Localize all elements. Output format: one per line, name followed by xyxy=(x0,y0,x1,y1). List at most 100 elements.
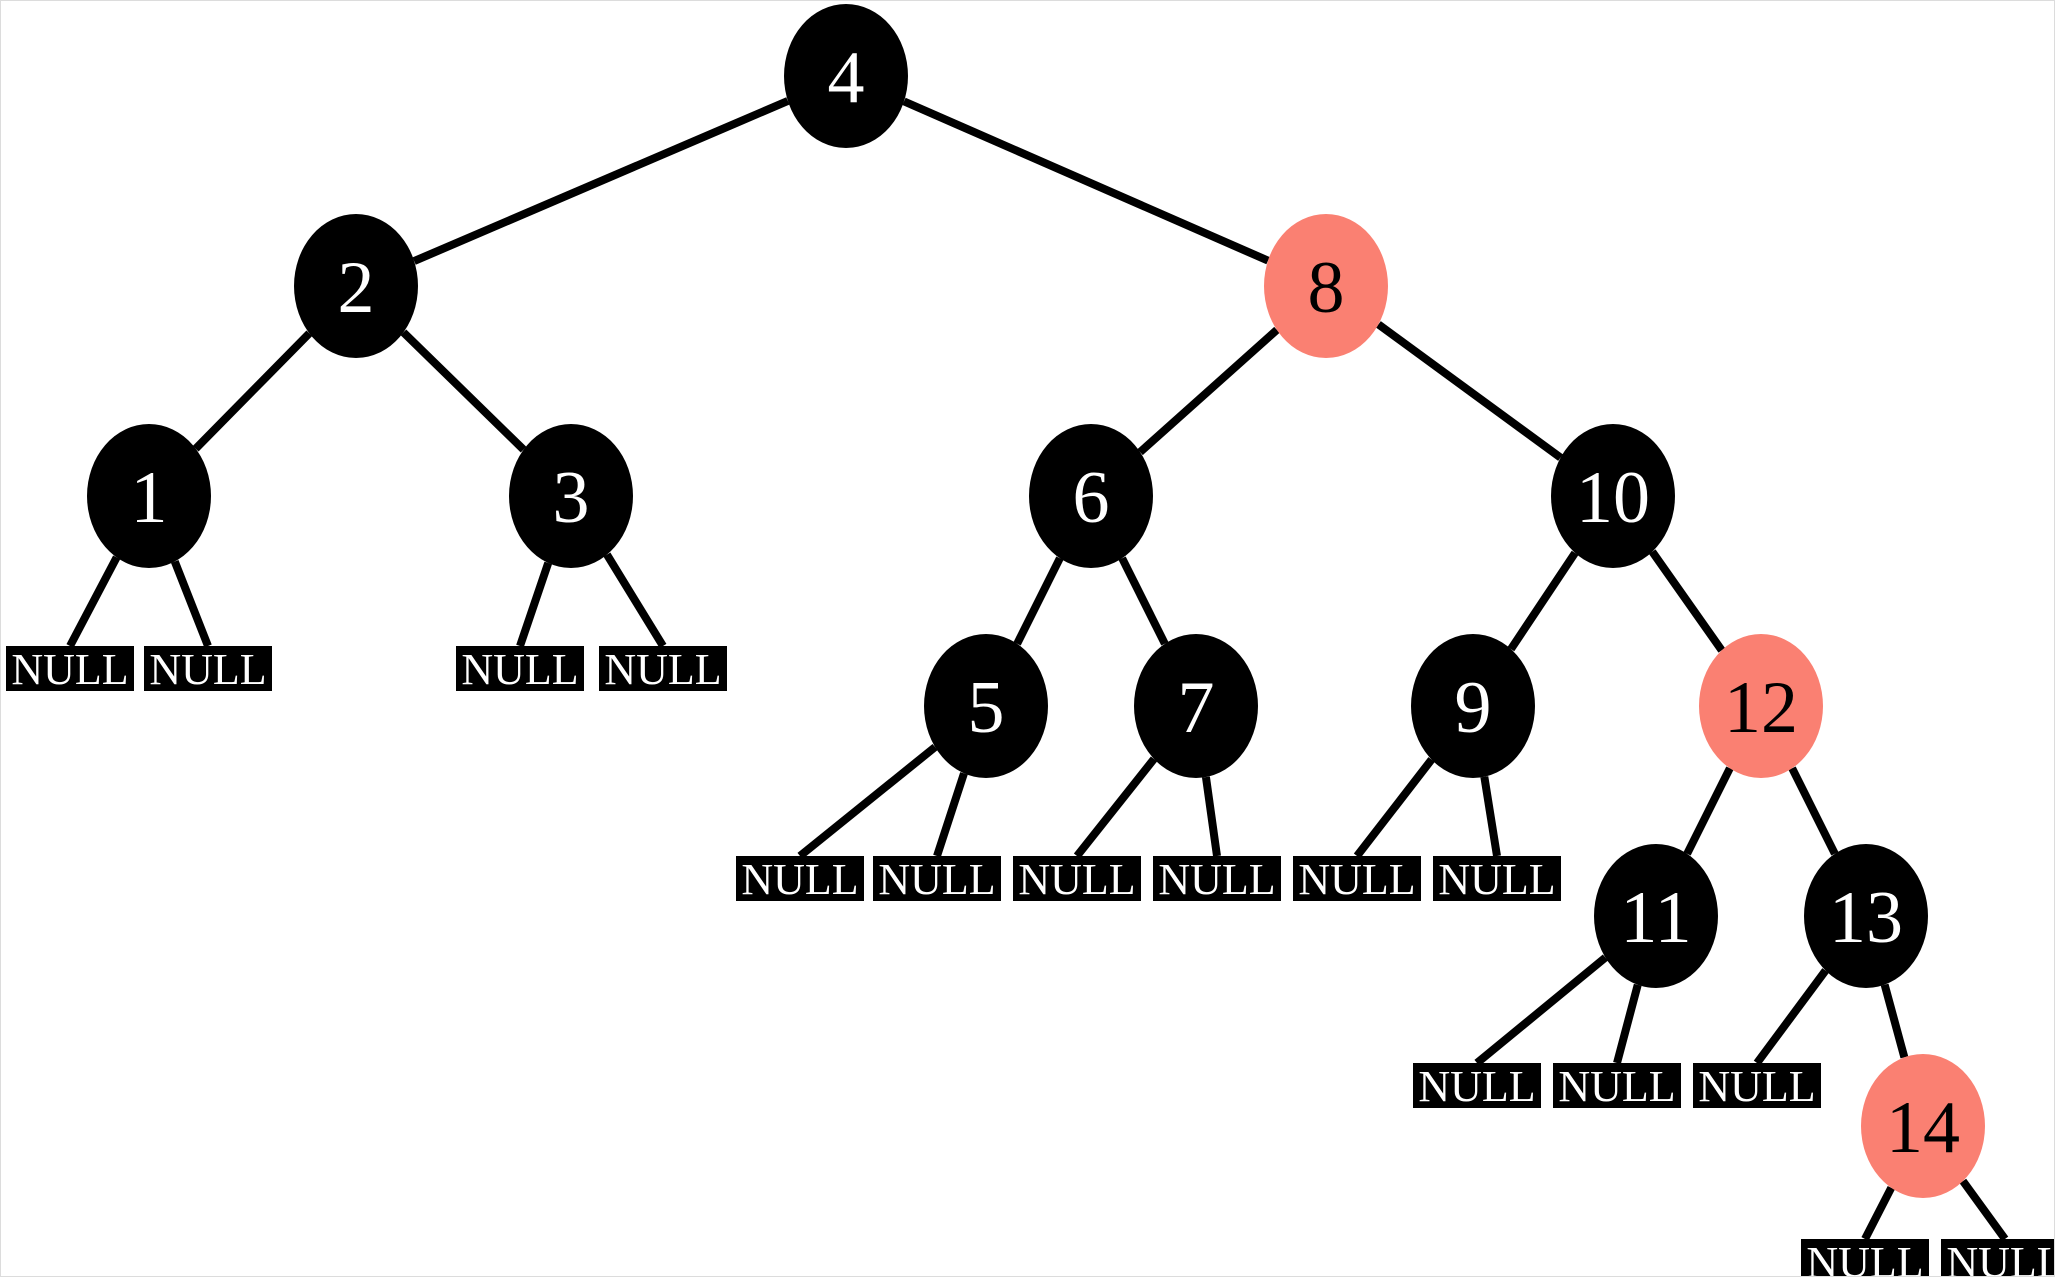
null-leaf-box xyxy=(736,856,864,901)
null-leaf-label: NULL xyxy=(1698,1062,1815,1111)
tree-edge-null xyxy=(1073,756,1158,859)
node-circle-black xyxy=(87,424,211,568)
node-label: 3 xyxy=(553,457,590,539)
null-leaf-label: NULL xyxy=(1298,855,1415,904)
tree-edge-null xyxy=(933,772,968,858)
tree-edge-null xyxy=(797,743,938,860)
tree-node-5[interactable]: 5 xyxy=(924,634,1048,778)
node-label: 12 xyxy=(1724,667,1798,749)
null-leaf[interactable]: NULL xyxy=(1293,855,1421,904)
tree-edge-null xyxy=(1613,983,1642,1065)
tree-edge xyxy=(412,97,790,265)
null-leaf[interactable]: NULL xyxy=(1801,1238,1929,1277)
null-leaf[interactable]: NULL xyxy=(1553,1062,1681,1111)
node-label: 10 xyxy=(1576,457,1650,539)
node-circle-black xyxy=(1551,424,1675,568)
null-leaf-box xyxy=(456,646,584,691)
null-leaf[interactable]: NULL xyxy=(736,855,864,904)
null-leaf-label: NULL xyxy=(1418,1062,1535,1111)
null-leaf-label: NULL xyxy=(1158,855,1275,904)
null-leaf[interactable]: NULL xyxy=(1153,855,1281,904)
tree-edge xyxy=(192,330,313,452)
null-leaf-label: NULL xyxy=(604,645,721,694)
node-circle-red xyxy=(1861,1054,1985,1198)
tree-edge xyxy=(1880,983,1909,1059)
tree-node-12[interactable]: 12 xyxy=(1699,634,1823,778)
node-circle-black xyxy=(784,4,908,148)
null-leaf-box xyxy=(1013,856,1141,901)
tree-node-4[interactable]: 4 xyxy=(784,4,908,148)
tree-edge-null xyxy=(603,552,667,649)
tree-node-11[interactable]: 11 xyxy=(1594,844,1718,988)
node-circle-red xyxy=(1699,634,1823,778)
tree-node-10[interactable]: 10 xyxy=(1551,424,1675,568)
node-label: 6 xyxy=(1073,457,1110,539)
tree-edge xyxy=(1013,556,1064,646)
null-leaf[interactable]: NULL xyxy=(1413,1062,1541,1111)
null-leaf-label: NULL xyxy=(1018,855,1135,904)
node-circle-black xyxy=(1029,424,1153,568)
null-leaf[interactable]: NULL xyxy=(1941,1238,2055,1277)
tree-node-2[interactable]: 2 xyxy=(294,214,418,358)
edges-layer xyxy=(66,97,2009,1242)
null-leaf-label: NULL xyxy=(741,855,858,904)
tree-edge xyxy=(1648,549,1726,653)
tree-node-7[interactable]: 7 xyxy=(1134,634,1258,778)
node-circle-black xyxy=(1594,844,1718,988)
node-label: 9 xyxy=(1455,667,1492,749)
tree-edge-null xyxy=(1753,968,1829,1066)
null-leaf-box xyxy=(1553,1063,1681,1108)
null-leaf[interactable]: NULL xyxy=(1433,855,1561,904)
null-leaf[interactable]: NULL xyxy=(873,855,1001,904)
tree-edge xyxy=(1376,321,1563,461)
null-leaf-label: NULL xyxy=(461,645,578,694)
null-leaf-box xyxy=(873,856,1001,901)
null-leaf[interactable]: NULL xyxy=(144,645,272,694)
tree-edge xyxy=(902,97,1270,265)
null-leaf[interactable]: NULL xyxy=(1693,1062,1821,1111)
tree-node-9[interactable]: 9 xyxy=(1411,634,1535,778)
tree-edge xyxy=(400,329,527,453)
tree-edge-null xyxy=(1201,776,1221,857)
tree-node-13[interactable]: 13 xyxy=(1804,844,1928,988)
null-leaf-label: NULL xyxy=(1558,1062,1675,1111)
node-label: 7 xyxy=(1178,667,1215,749)
node-circle-black xyxy=(294,214,418,358)
tree-node-6[interactable]: 6 xyxy=(1029,424,1153,568)
tree-node-1[interactable]: 1 xyxy=(87,424,211,568)
null-leaf-box xyxy=(1153,856,1281,901)
null-leaf-box xyxy=(1293,856,1421,901)
tree-edge-null xyxy=(1474,954,1608,1067)
tree-edge xyxy=(1683,766,1734,856)
node-label: 13 xyxy=(1829,877,1903,959)
null-leaf-box xyxy=(1433,856,1561,901)
null-leaf[interactable]: NULL xyxy=(599,645,727,694)
node-label: 1 xyxy=(131,457,168,539)
tree-edge-null xyxy=(1353,757,1435,859)
tree-node-8[interactable]: 8 xyxy=(1264,214,1388,358)
node-label: 11 xyxy=(1620,877,1691,959)
tree-edge-null xyxy=(66,555,121,648)
tree-node-3[interactable]: 3 xyxy=(509,424,633,568)
null-leaf-label: NULL xyxy=(1438,855,1555,904)
null-leaf-box xyxy=(144,646,272,691)
null-leaf[interactable]: NULL xyxy=(1013,855,1141,904)
tree-edge xyxy=(1137,326,1280,456)
tree-edge xyxy=(1118,556,1169,646)
null-leaf-box xyxy=(1413,1063,1541,1108)
tree-edge xyxy=(1507,550,1579,652)
null-leaf[interactable]: NULL xyxy=(456,645,584,694)
node-label: 2 xyxy=(338,247,375,329)
null-leaf-label: NULL xyxy=(1806,1238,1923,1277)
tree-edge-null xyxy=(1480,776,1501,857)
null-leaf[interactable]: NULL xyxy=(6,645,134,694)
node-circle-black xyxy=(1134,634,1258,778)
node-circle-black xyxy=(1804,844,1928,988)
tree-node-14[interactable]: 14 xyxy=(1861,1054,1985,1198)
tree-edge-null xyxy=(516,561,553,648)
null-leaf-box xyxy=(6,646,134,691)
